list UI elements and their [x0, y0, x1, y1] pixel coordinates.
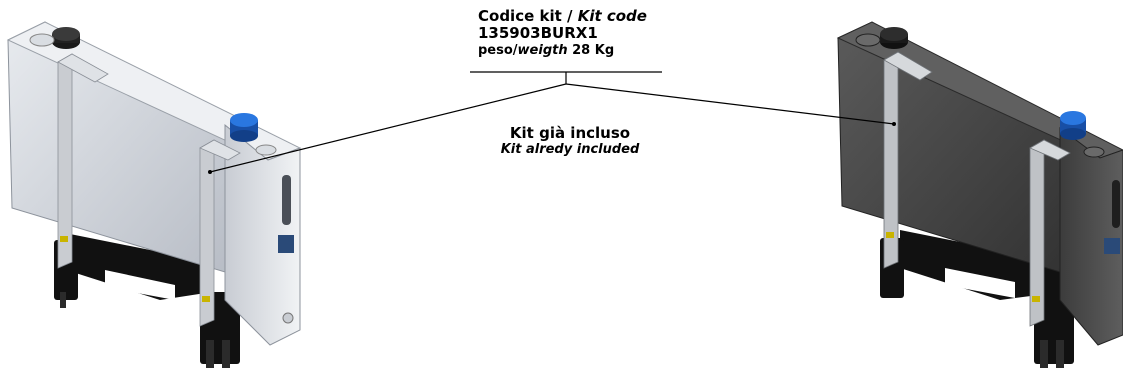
- leader-to-right-tank: [565, 83, 895, 125]
- kit-code-label: Codice kit / Kit code: [478, 8, 678, 25]
- kit-weight: peso/weigth 28 Kg: [478, 42, 678, 59]
- kit-included-note: Kit già incluso Kit alredy included: [470, 124, 670, 158]
- blue-cap-icon: [1060, 111, 1086, 140]
- kit-code-label-it: Codice kit /: [478, 7, 578, 25]
- leader-dot-left: [208, 170, 212, 174]
- kit-included-en: Kit alredy included: [500, 142, 640, 157]
- weight-label-en: weigth: [517, 43, 568, 58]
- tank-light-grey-image: [6, 21, 302, 368]
- blue-cap-icon: [230, 113, 258, 142]
- leader-to-left-tank: [209, 83, 567, 173]
- leader-lines: [209, 71, 895, 173]
- black-cap-icon: [880, 27, 908, 49]
- tank-dark-grey-image: [836, 21, 1123, 368]
- kit-included-it: Kit già incluso: [509, 124, 631, 142]
- kit-code-callout: Codice kit / Kit code 135903BURX1 peso/w…: [478, 8, 678, 59]
- weight-value: 28 Kg: [567, 43, 615, 58]
- kit-code-label-en: Kit code: [577, 7, 647, 25]
- black-cap-icon: [52, 27, 80, 49]
- weight-label-it: peso/: [478, 43, 518, 58]
- kit-code-value: 135903BURX1: [478, 24, 598, 42]
- leader-dot-right: [892, 122, 896, 126]
